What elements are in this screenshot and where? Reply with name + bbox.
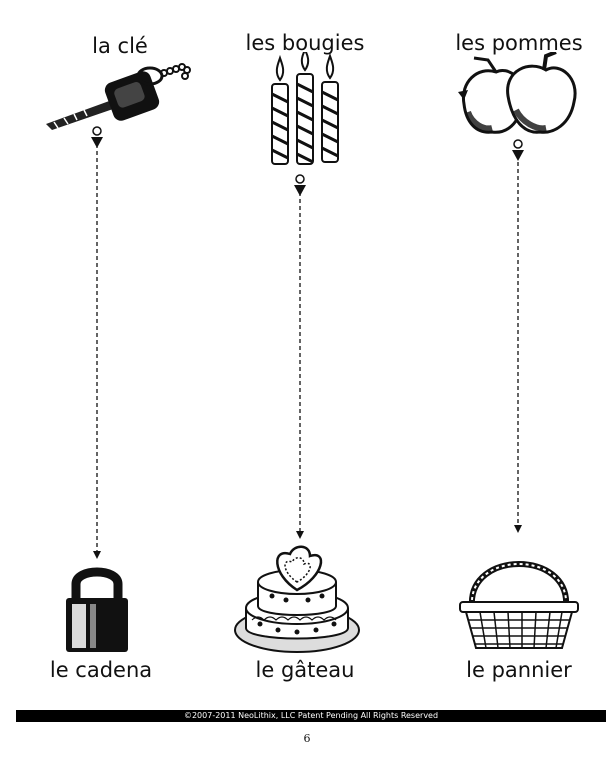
- start-dot-1: [92, 126, 102, 136]
- arrow-down-icon: [512, 150, 524, 161]
- basket-icon[interactable]: [458, 540, 580, 652]
- cake-icon[interactable]: [232, 534, 362, 658]
- arrow-down-icon: [93, 551, 101, 559]
- copyright-bar: ©2007-2011 NeoLithix, LLC Patent Pending…: [16, 710, 606, 722]
- start-dot-2: [295, 174, 305, 184]
- key-icon[interactable]: [42, 56, 192, 132]
- page-number: 6: [303, 732, 311, 745]
- padlock-icon[interactable]: [62, 562, 132, 654]
- arrow-down-icon: [514, 525, 522, 533]
- bottom-word-basket: le pannier: [466, 658, 572, 682]
- arrow-down-icon: [294, 185, 306, 196]
- bottom-word-cake: le gâteau: [255, 658, 355, 682]
- bottom-word-padlock: le cadena: [49, 658, 153, 682]
- arrow-down-icon: [91, 137, 103, 148]
- apples-icon[interactable]: [456, 52, 582, 138]
- start-dot-3: [513, 139, 523, 149]
- top-word-apples: les pommes: [455, 31, 583, 55]
- candles-icon[interactable]: [262, 52, 348, 168]
- arrow-down-icon: [296, 531, 304, 539]
- top-word-candles: les bougies: [245, 31, 365, 55]
- top-word-key: la clé: [92, 34, 148, 58]
